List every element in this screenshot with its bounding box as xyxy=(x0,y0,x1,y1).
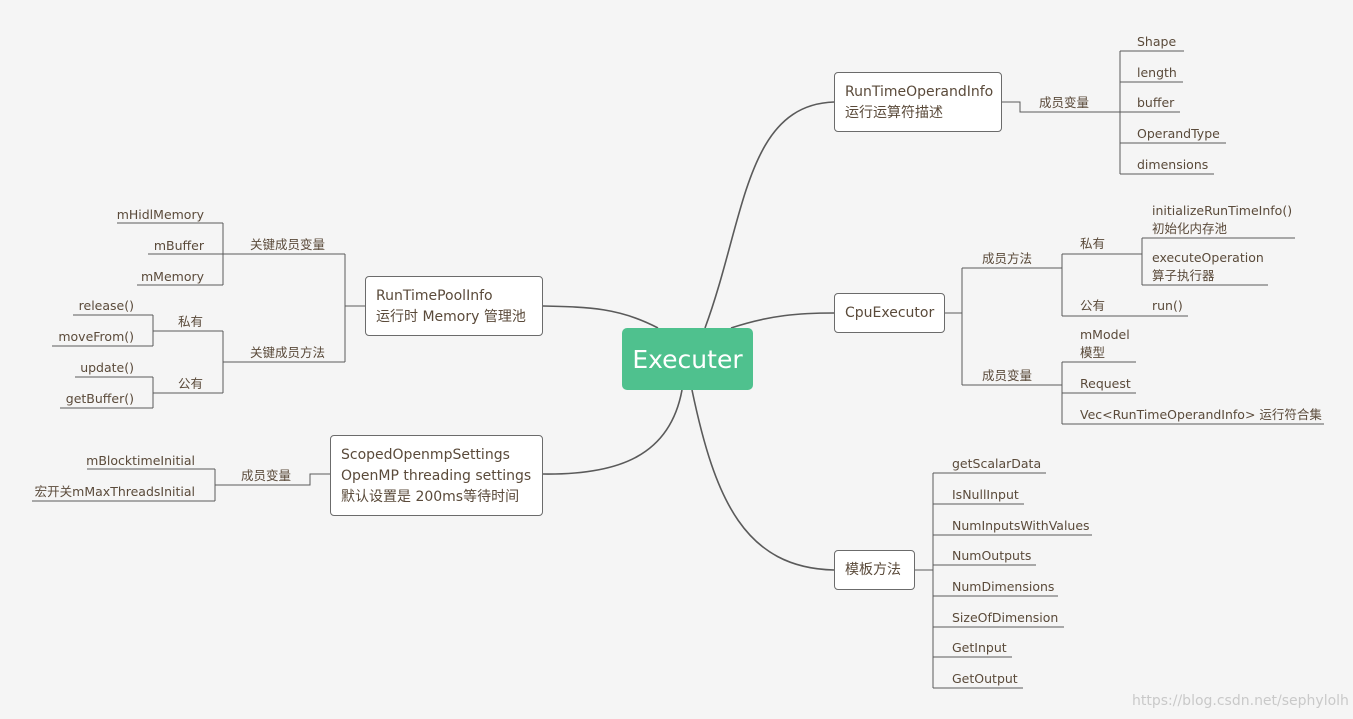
cpu-private-item-line2: 算子执行器 xyxy=(1152,268,1215,283)
branch-template-methods xyxy=(691,389,835,571)
runtime-pool-info-subtitle: 运行时 Memory 管理池 xyxy=(376,309,526,325)
node-template-methods[interactable]: 模板方法 xyxy=(834,550,915,590)
sub-branches xyxy=(32,50,1324,689)
operand-field: length xyxy=(1137,65,1177,80)
operand-field: OperandType xyxy=(1137,126,1220,141)
watermark: https://blog.csdn.net/sephylolh xyxy=(1132,693,1349,709)
cpu-member-line1: Vec<RunTimeOperandInfo> 运行符合集 xyxy=(1080,407,1322,422)
template-method-item: GetInput xyxy=(952,640,1007,655)
cpu-member-line1: mModel xyxy=(1080,327,1130,342)
cpu-executor-methods-label: 成员方法 xyxy=(982,251,1033,266)
branch-scoped-openmp xyxy=(542,389,683,475)
cpu-member-line2: 模型 xyxy=(1080,345,1106,360)
scoped-openmp-group: 成员变量 xyxy=(241,468,292,483)
pool-key-member: mHidlMemory xyxy=(116,207,204,222)
cpu-private-item-line1: executeOperation xyxy=(1152,250,1264,265)
pool-key-members-label: 关键成员变量 xyxy=(250,237,326,252)
template-method-item: GetOutput xyxy=(952,671,1018,686)
operand-field: buffer xyxy=(1137,95,1175,110)
pool-key-methods-label: 关键成员方法 xyxy=(250,345,326,360)
runtime-operand-info-group: 成员变量 xyxy=(1039,95,1090,110)
node-runtime-pool-info[interactable]: RunTimePoolInfo 运行时 Memory 管理池 xyxy=(365,276,543,336)
scoped-openmp-item: 宏开关mMaxThreadsInitial xyxy=(34,484,195,499)
branch-runtime-operand-info xyxy=(704,101,835,329)
runtime-operand-info-title: RunTimeOperandInfo xyxy=(845,84,994,100)
cpu-member-line1: Request xyxy=(1080,376,1131,391)
pool-key-member: mBuffer xyxy=(153,238,204,253)
node-cpu-executor[interactable]: CpuExecutor xyxy=(834,293,945,333)
template-method-item: IsNullInput xyxy=(952,487,1019,502)
node-runtime-operand-info[interactable]: RunTimeOperandInfo 运行运算符描述 xyxy=(834,72,1002,132)
cpu-executor-members-label: 成员变量 xyxy=(982,368,1033,383)
runtime-operand-info-subtitle: 运行运算符描述 xyxy=(845,105,943,121)
cpu-executor-private-label: 私有 xyxy=(1080,236,1106,251)
root-label: Executer xyxy=(632,344,743,374)
pool-private-item: moveFrom() xyxy=(58,329,134,344)
cpu-private-item-line2: 初始化内存池 xyxy=(1152,221,1228,236)
scoped-openmp-line3: 默认设置是 200ms等待时间 xyxy=(341,489,520,505)
scoped-openmp-line1: ScopedOpenmpSettings xyxy=(341,447,510,463)
template-method-item: SizeOfDimension xyxy=(952,610,1059,625)
pool-public-item: update() xyxy=(80,360,134,375)
scoped-openmp-item: mBlocktimeInitial xyxy=(86,453,195,468)
pool-private-item: release() xyxy=(78,298,134,313)
root-node[interactable]: Executer xyxy=(622,328,753,390)
runtime-pool-info-title: RunTimePoolInfo xyxy=(376,288,493,304)
operand-field: Shape xyxy=(1137,34,1177,49)
main-branches xyxy=(542,101,835,571)
template-method-item: NumInputsWithValues xyxy=(952,518,1090,533)
scoped-openmp-line2: OpenMP threading settings xyxy=(341,468,532,484)
template-methods-title: 模板方法 xyxy=(845,562,901,578)
template-method-item: NumOutputs xyxy=(952,548,1032,563)
cpu-executor-title: CpuExecutor xyxy=(845,305,935,321)
branch-runtime-pool-info xyxy=(542,305,659,329)
operand-field: dimensions xyxy=(1137,157,1209,172)
template-method-item: NumDimensions xyxy=(952,579,1055,594)
branch-cpu-executor xyxy=(730,312,835,329)
pool-public-label: 公有 xyxy=(178,376,204,391)
cpu-private-item-line1: initializeRunTimeInfo() xyxy=(1152,203,1293,218)
pool-private-label: 私有 xyxy=(178,314,204,329)
pool-key-member: mMemory xyxy=(140,269,204,284)
pool-public-item: getBuffer() xyxy=(65,391,134,406)
cpu-public-item: run() xyxy=(1152,298,1183,313)
cpu-executor-public-label: 公有 xyxy=(1080,298,1106,313)
template-method-item: getScalarData xyxy=(952,456,1042,471)
node-scoped-openmp-settings[interactable]: ScopedOpenmpSettings OpenMP threading se… xyxy=(330,435,543,516)
